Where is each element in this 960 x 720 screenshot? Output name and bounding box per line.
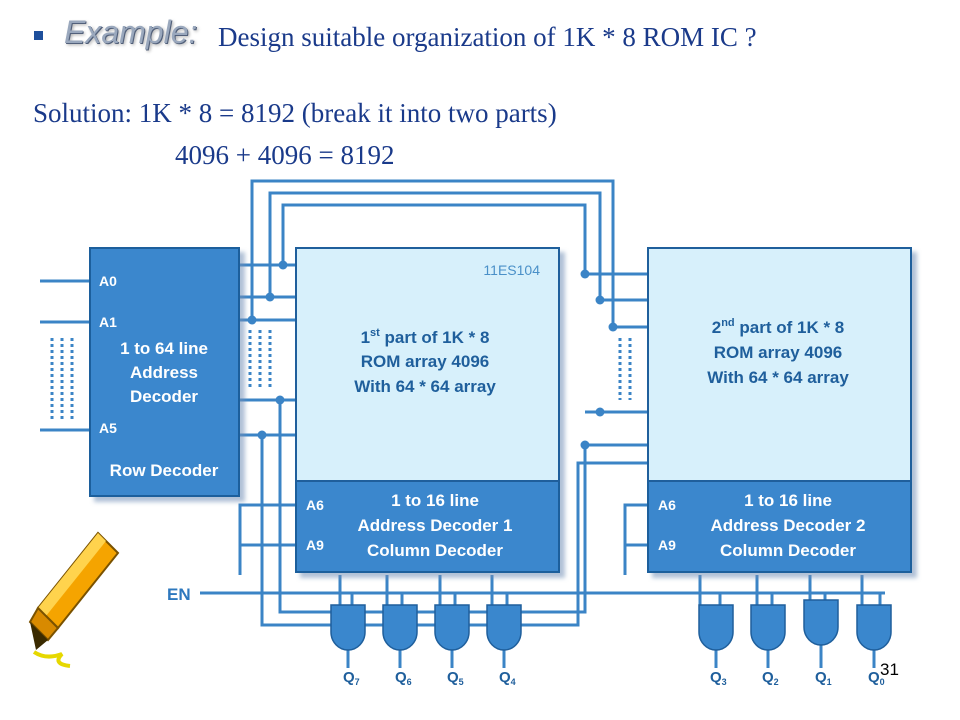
coldec1-line2: Address Decoder 1 bbox=[358, 516, 513, 535]
output-q0: Q0 bbox=[868, 669, 885, 687]
example-label: Example: bbox=[64, 14, 198, 50]
coldec1-line1: 1 to 16 line bbox=[391, 491, 479, 510]
wires bbox=[40, 179, 885, 668]
page-number: 31 bbox=[880, 660, 899, 679]
row-decoder-line1: 1 to 64 line bbox=[120, 339, 208, 358]
bullet-icon bbox=[34, 31, 43, 40]
output-q3: Q3 bbox=[710, 669, 727, 687]
row-decoder-line3: Decoder bbox=[130, 387, 198, 406]
rom1-line3: With 64 * 64 array bbox=[354, 377, 496, 396]
and-gates bbox=[330, 599, 892, 651]
pin-a0: A0 bbox=[99, 273, 117, 289]
coldec2-line2: Address Decoder 2 bbox=[711, 516, 866, 535]
bus-dots bbox=[50, 330, 632, 420]
output-q5: Q5 bbox=[447, 669, 464, 687]
enable-label: EN bbox=[167, 585, 191, 604]
output-q6: Q6 bbox=[395, 669, 412, 687]
coldec1-pin-a6: A6 bbox=[306, 497, 324, 513]
rom2-block: 2nd part of 1K * 8 ROM array 4096 With 6… bbox=[647, 247, 912, 573]
pin-a5: A5 bbox=[99, 420, 117, 436]
watermark-code: 11ES104 bbox=[483, 262, 540, 278]
rom2-line1: 2nd part of 1K * 8 bbox=[712, 317, 845, 337]
row-decoder-line2: Address bbox=[130, 363, 198, 382]
output-q2: Q2 bbox=[762, 669, 779, 687]
and-gate-q0 bbox=[856, 604, 892, 651]
rom1-line1: 1st part of 1K * 8 bbox=[361, 327, 490, 347]
example-text: Design suitable organization of 1K * 8 R… bbox=[218, 22, 757, 52]
rom1-line2: ROM array 4096 bbox=[361, 352, 490, 371]
row-decoder-caption: Row Decoder bbox=[110, 461, 219, 480]
and-gate-q3 bbox=[698, 604, 734, 651]
solution-line: Solution: 1K * 8 = 8192 (break it into t… bbox=[33, 98, 557, 128]
row-decoder-block: A0 A1 A5 1 to 64 line Address Decoder Ro… bbox=[89, 247, 240, 497]
output-q1: Q1 bbox=[815, 669, 832, 687]
coldec2-pin-a9: A9 bbox=[658, 537, 676, 553]
solution-line-2: 4096 + 4096 = 8192 bbox=[175, 140, 395, 170]
junction-dots bbox=[247, 260, 618, 450]
coldec2-pin-a6: A6 bbox=[658, 497, 676, 513]
and-gate-q1 bbox=[803, 599, 839, 646]
rom2-line3: With 64 * 64 array bbox=[707, 368, 849, 387]
rom2-line2: ROM array 4096 bbox=[714, 343, 843, 362]
coldec2-line3: Column Decoder bbox=[720, 541, 856, 560]
and-gate-q2 bbox=[750, 604, 786, 651]
and-gate-q5 bbox=[434, 604, 470, 651]
coldec2-line1: 1 to 16 line bbox=[744, 491, 832, 510]
and-gate-q7 bbox=[330, 604, 366, 651]
output-q7: Q7 bbox=[343, 669, 360, 687]
rom1-block: 11ES104 1st part of 1K * 8 ROM array 409… bbox=[295, 247, 560, 573]
output-labels: Q7 Q6 Q5 Q4 Q3 Q2 Q1 Q0 bbox=[343, 669, 885, 687]
coldec1-line3: Column Decoder bbox=[367, 541, 503, 560]
output-q4: Q4 bbox=[499, 669, 516, 687]
pin-a1: A1 bbox=[99, 314, 117, 330]
highlighter-icon bbox=[28, 531, 120, 668]
and-gate-q4 bbox=[486, 604, 522, 651]
coldec1-pin-a9: A9 bbox=[306, 537, 324, 553]
and-gate-q6 bbox=[382, 604, 418, 651]
